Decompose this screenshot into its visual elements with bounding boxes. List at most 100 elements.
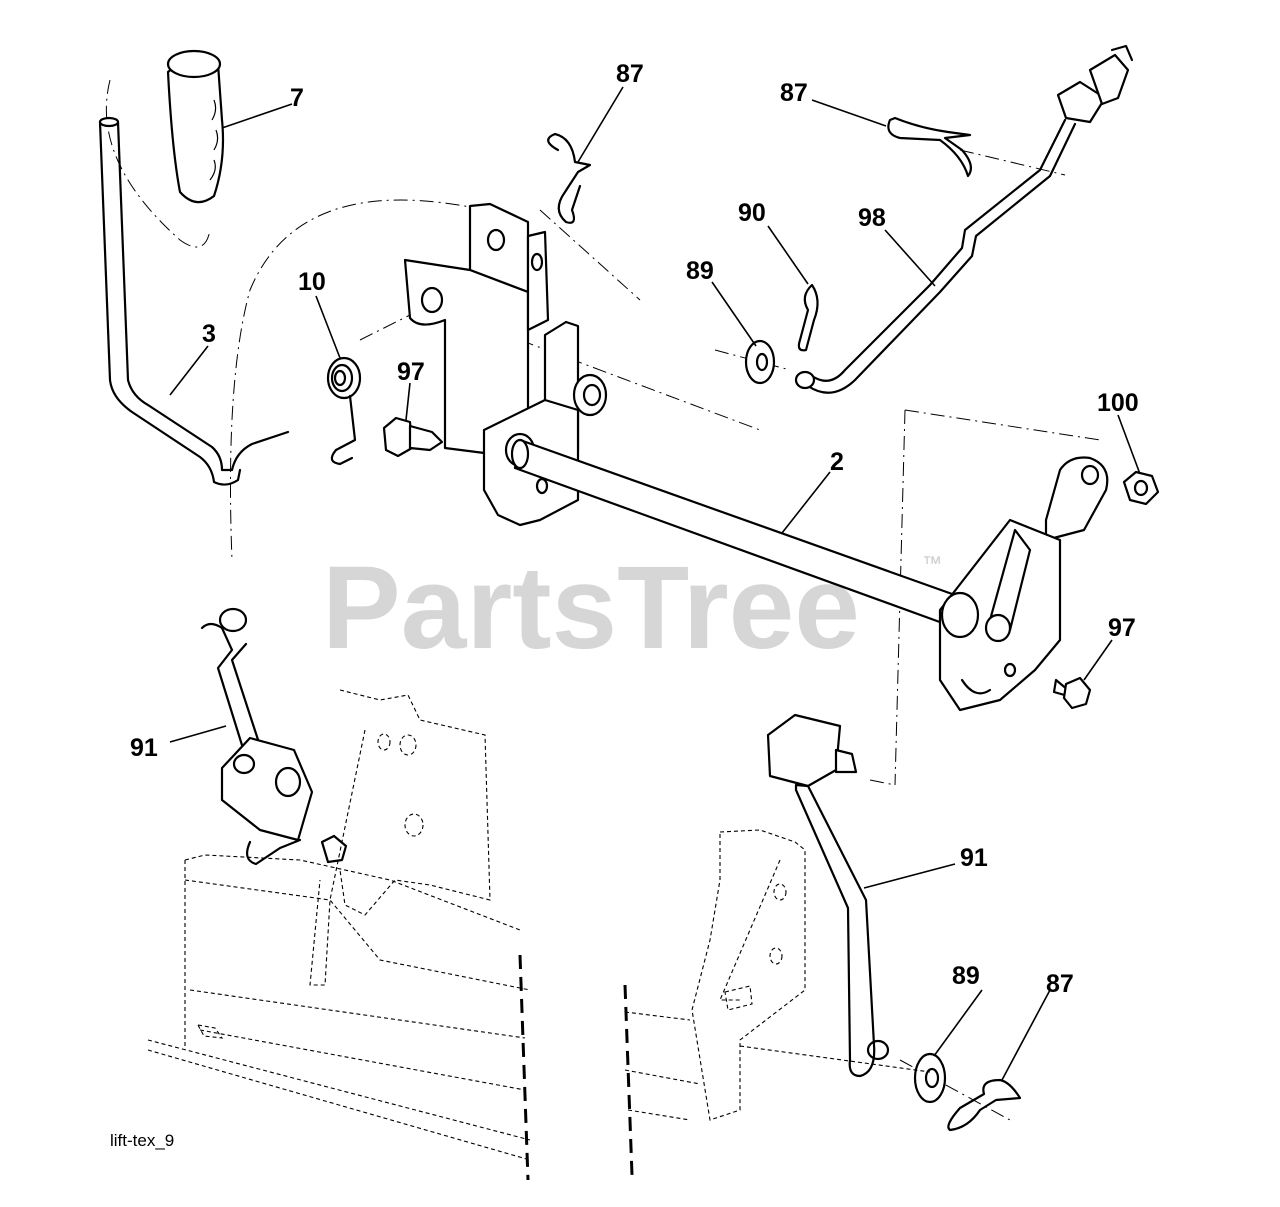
link-right-rod <box>794 783 876 1078</box>
deck-rails <box>189 989 526 1091</box>
deck-tab <box>196 1024 224 1039</box>
washer-upper-outer <box>744 339 776 385</box>
lift-arm-right <box>938 456 1109 712</box>
spring-leg <box>330 394 357 466</box>
hanger-right-arm <box>719 859 781 1001</box>
callout-89-lower: 89 <box>952 962 980 990</box>
arm-pin <box>984 613 1012 643</box>
grip-body <box>166 58 225 204</box>
nut-body <box>1122 470 1160 506</box>
bolt-left <box>382 416 444 458</box>
plate-boss <box>572 373 608 417</box>
rod-top-edge <box>810 118 1067 382</box>
lever-rod-edge <box>98 120 242 486</box>
rod-thread <box>1110 44 1134 62</box>
callout-3: 3 <box>202 320 216 348</box>
hanger-left-outline <box>339 689 491 916</box>
link-left-clip <box>245 838 302 866</box>
hanger-right-pin <box>724 985 753 1011</box>
link-left-knob <box>218 607 248 633</box>
rod-bottom-edge <box>806 122 1077 394</box>
callout-87-top: 87 <box>616 60 644 88</box>
washer-lower-inner <box>924 1067 940 1089</box>
deck-face <box>184 860 531 1050</box>
block-axis <box>869 779 896 786</box>
cotter-pin-body <box>797 283 819 352</box>
watermark: PartsTree ™ <box>322 542 942 674</box>
hanger-right-hole-1 <box>773 883 787 901</box>
lever-rod <box>98 120 290 472</box>
spring-coil-2 <box>330 363 354 393</box>
arm-slot <box>960 678 992 695</box>
hairpin-clip-right <box>887 116 973 178</box>
bracket-hole-3 <box>530 252 544 272</box>
hanger-right-hole-2 <box>769 947 783 965</box>
arm-ear-hole <box>1080 464 1100 486</box>
bolt-right <box>1052 676 1092 710</box>
handle-grip <box>166 49 225 204</box>
bolt-right-head <box>1062 676 1092 710</box>
rod-bent-end <box>794 370 816 390</box>
leader-lines <box>169 86 1141 1081</box>
arm-ear <box>1044 456 1109 542</box>
deck-cut-lines <box>518 954 634 1181</box>
hanger-left-hole-3 <box>404 813 424 837</box>
bracket-side <box>526 230 550 332</box>
deck-rails-right <box>624 1011 701 1121</box>
bolt-shank <box>408 424 444 452</box>
callout-91-right: 91 <box>960 844 988 872</box>
plate-hole <box>535 477 549 495</box>
hairpin-clip-top <box>547 132 592 224</box>
assembly-axes <box>105 79 1101 1121</box>
link-right-stud <box>834 748 858 774</box>
deck-top-edge <box>184 854 521 931</box>
callout-7: 7 <box>290 84 304 112</box>
grip-texture <box>209 99 219 181</box>
nut-hole <box>1133 479 1149 497</box>
callout-2: 2 <box>830 448 844 476</box>
lever-end <box>98 116 120 128</box>
callout-91-left: 91 <box>130 734 158 762</box>
clip-lower-body <box>947 1078 1022 1132</box>
callout-100: 100 <box>1097 389 1139 417</box>
link-left-hole <box>274 766 302 798</box>
drawing-code: lift-tex_9 <box>110 1131 174 1150</box>
callout-90: 90 <box>738 199 766 227</box>
spring-coil-3 <box>333 369 347 387</box>
washer-lower-outer <box>913 1052 947 1104</box>
bolt-head <box>382 416 414 458</box>
deck-link-right <box>766 713 890 1078</box>
deck-rail-link <box>739 1045 931 1073</box>
spring-coil-1 <box>326 356 362 400</box>
hanger-left-hole-2 <box>399 734 417 756</box>
hanger-left-arm <box>309 729 366 986</box>
deck-hanger-right <box>691 829 806 1121</box>
adjust-rod <box>794 44 1134 394</box>
hanger-left-hole-1 <box>377 733 391 751</box>
mounting-bracket-left <box>403 202 550 457</box>
lever-axis <box>229 199 486 561</box>
callout-10: 10 <box>298 268 326 296</box>
pin-axis-left <box>539 209 641 301</box>
link-left-nut <box>320 834 348 864</box>
watermark-trademark: ™ <box>922 553 942 575</box>
washer-upper-inner <box>755 352 769 372</box>
lift-lever <box>98 116 290 486</box>
mower-deck <box>147 854 931 1161</box>
link-right-block <box>766 713 842 788</box>
cotter-pin <box>797 283 819 352</box>
spring <box>326 356 362 466</box>
deck-hanger-left <box>309 689 491 986</box>
callout-87-right: 87 <box>780 79 808 107</box>
washer-upper <box>744 339 776 385</box>
callout-97-left: 97 <box>397 358 425 386</box>
callout-87-lower: 87 <box>1046 970 1074 998</box>
hanger-right-outline <box>691 829 806 1121</box>
arm-hole <box>1003 662 1017 678</box>
link-left-hub <box>232 753 256 775</box>
nut-axis <box>904 409 1101 441</box>
rod-hex <box>1088 53 1130 106</box>
deck-link-left <box>200 607 348 866</box>
